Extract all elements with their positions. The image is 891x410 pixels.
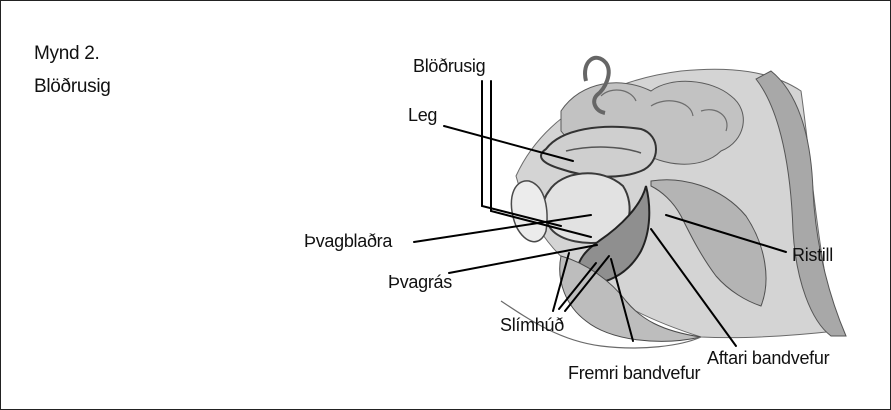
label-blodrusig: Blöðrusig xyxy=(413,56,485,76)
label-thvagras: Þvagrás xyxy=(388,272,452,292)
label-aftari-bandvefur: Aftari bandvefur xyxy=(707,348,830,368)
label-ristill: Ristill xyxy=(792,245,833,265)
label-fremri-bandvefur: Fremri bandvefur xyxy=(568,363,701,383)
label-leg: Leg xyxy=(408,105,437,125)
anatomy-illustration xyxy=(501,58,846,348)
label-slimhud: Slímhúð xyxy=(500,315,564,335)
label-thvagbladra: Þvagblaðra xyxy=(304,231,393,251)
